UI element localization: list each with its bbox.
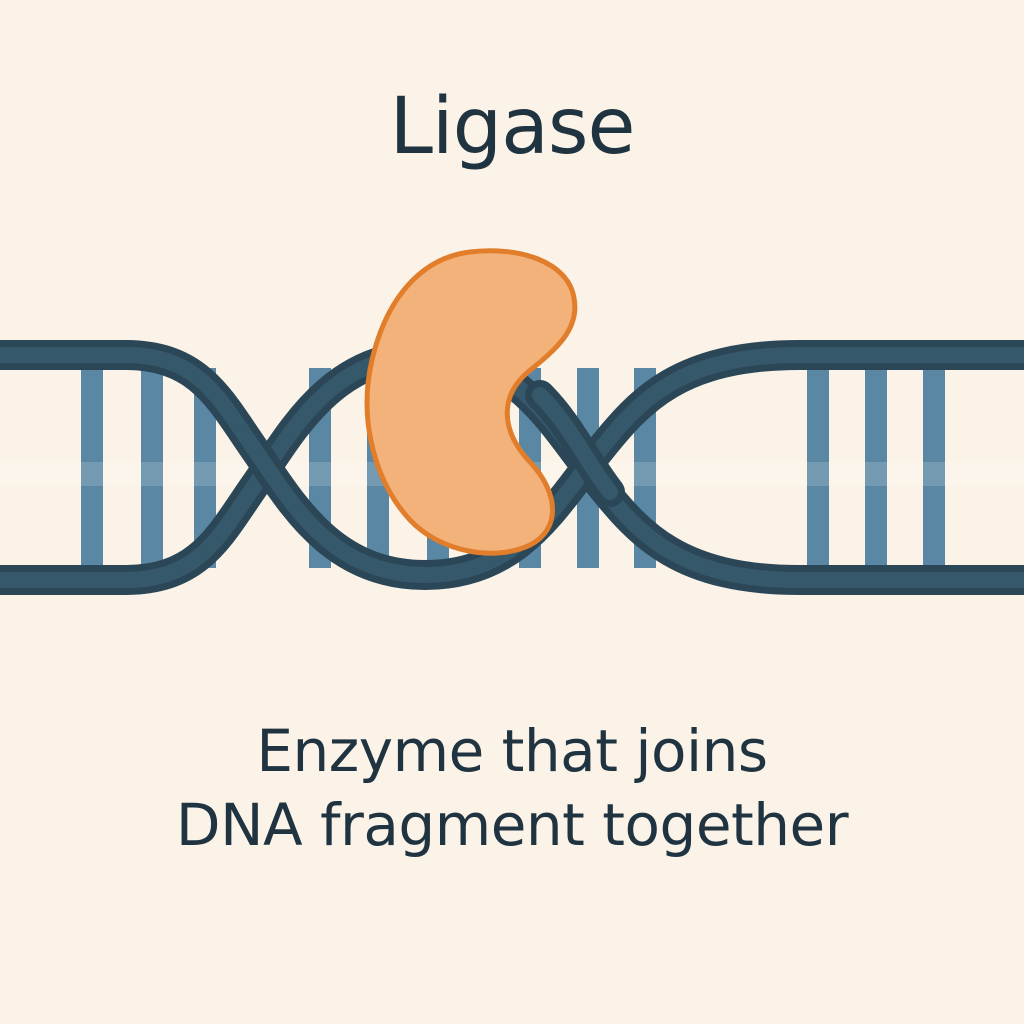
dna-strand-top	[0, 340, 1024, 590]
caption: Enzyme that joins DNA fragment together	[0, 714, 1024, 862]
base-pair	[194, 368, 216, 568]
caption-line-2: DNA fragment together	[175, 791, 849, 859]
base-pair	[807, 368, 829, 568]
ligase-enzyme-icon	[364, 248, 578, 556]
ligase-enzyme-body	[364, 248, 578, 556]
dna-strand-top-core	[0, 347, 1024, 583]
caption-line-1: Enzyme that joins	[256, 717, 768, 785]
base-pair	[923, 368, 945, 568]
base-pair	[81, 368, 103, 568]
dna-strand-front	[0, 340, 1024, 590]
dna-crossing-core	[532, 387, 618, 500]
base-pair	[141, 368, 163, 568]
title: Ligase	[389, 82, 635, 172]
base-pair	[865, 368, 887, 568]
